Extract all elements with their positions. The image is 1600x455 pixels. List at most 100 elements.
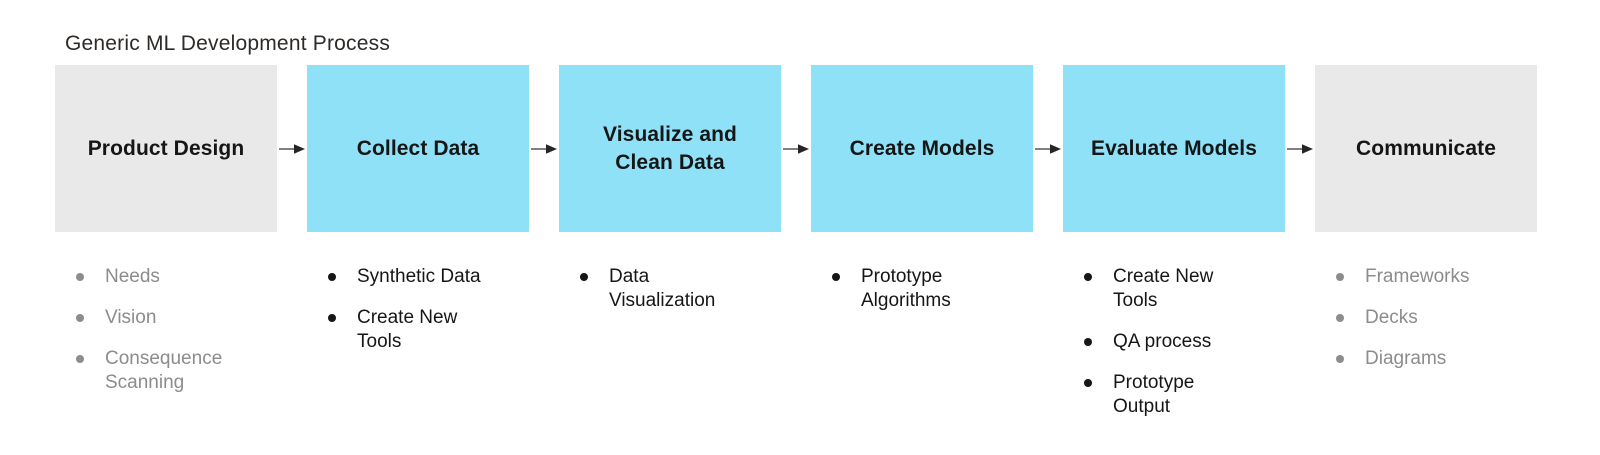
stage-box-create-models: Create Models xyxy=(811,65,1033,232)
bullet-icon xyxy=(1336,273,1344,281)
list-item: Vision xyxy=(76,306,277,330)
list-item-line: Diagrams xyxy=(1365,348,1447,369)
arrow-right-icon xyxy=(279,143,305,154)
list-item-label: Synthetic Data xyxy=(357,265,481,289)
bullet-icon xyxy=(328,314,336,322)
list-item: Diagrams xyxy=(1336,347,1537,371)
stage-label: Create Models xyxy=(850,135,995,163)
bullet-icon xyxy=(76,355,84,363)
list-item-label: Diagrams xyxy=(1365,347,1446,371)
list-item: Frameworks xyxy=(1336,265,1537,289)
list-item-line: Decks xyxy=(1365,307,1418,328)
list-item-line: Frameworks xyxy=(1365,266,1470,287)
list-item-line: Prototype xyxy=(1113,372,1195,393)
flow-arrow xyxy=(1033,65,1063,232)
bullet-icon xyxy=(1336,355,1344,363)
list-item-line: Prototype xyxy=(861,266,943,287)
bullet-icon xyxy=(1336,314,1344,322)
list-item-line: Create New xyxy=(1113,266,1214,287)
stage-label-line: Communicate xyxy=(1356,136,1496,160)
list-item-line: Consequence xyxy=(105,348,223,369)
list-item-line: Tools xyxy=(1113,290,1158,311)
arrow-right-icon xyxy=(1287,143,1313,154)
flow-arrow xyxy=(781,65,811,232)
list-item: QA process xyxy=(1084,330,1285,354)
bullet-icon xyxy=(328,273,336,281)
list-item: Decks xyxy=(1336,306,1537,330)
list-item-label: Vision xyxy=(105,306,156,330)
list-item-line: Tools xyxy=(357,331,402,352)
list-item-label: QA process xyxy=(1113,330,1211,354)
list-item-line: QA process xyxy=(1113,331,1212,352)
list-item-line: Algorithms xyxy=(861,290,951,311)
list-item-line: Create New xyxy=(357,307,458,328)
stage-label-line: Visualize and xyxy=(603,122,737,146)
bullet-icon xyxy=(580,273,588,281)
stage-label: Communicate xyxy=(1356,135,1496,163)
stage-box-communicate: Communicate xyxy=(1315,65,1537,232)
list-item-line: Vision xyxy=(105,307,157,328)
stage-label-line: Clean Data xyxy=(615,150,725,174)
flow-arrow xyxy=(277,65,307,232)
page-title: Generic ML Development Process xyxy=(65,32,391,55)
stage-label-line: Product Design xyxy=(87,136,245,160)
flow-arrow xyxy=(1285,65,1315,232)
bullet-icon xyxy=(1084,338,1092,346)
bullet-icon xyxy=(1084,379,1092,387)
arrow-right-icon xyxy=(783,143,809,154)
bullet-icon xyxy=(832,273,840,281)
list-item: Needs xyxy=(76,265,277,289)
stage-box-evaluate-models: Evaluate Models xyxy=(1063,65,1285,232)
stage-label: Evaluate Models xyxy=(1091,135,1257,163)
list-item-line: Visualization xyxy=(609,290,716,311)
stage-label-line: Collect Data xyxy=(356,136,480,160)
list-item-label: Decks xyxy=(1365,306,1418,330)
stage-box-collect-data: Collect Data xyxy=(307,65,529,232)
bullet-icon xyxy=(76,314,84,322)
bullet-icon xyxy=(76,273,84,281)
stage-label: Product Design xyxy=(88,135,245,163)
flow-arrow xyxy=(529,65,559,232)
list-item-line: Synthetic Data xyxy=(357,266,481,287)
list-item-line: Scanning xyxy=(105,372,185,393)
list-item-line: Output xyxy=(1113,396,1171,417)
arrow-right-icon xyxy=(1035,143,1061,154)
list-item: Synthetic Data xyxy=(328,265,529,289)
stage-label: Collect Data xyxy=(357,135,480,163)
arrow-right-icon xyxy=(531,143,557,154)
stage-label-line: Create Models xyxy=(849,136,995,160)
list-item-line: Needs xyxy=(105,266,160,287)
stage-box-product-design: Product Design xyxy=(55,65,277,232)
list-item-label: Frameworks xyxy=(1365,265,1470,289)
list-item-line: Data xyxy=(609,266,650,287)
stage-label-line: Evaluate Models xyxy=(1090,136,1258,160)
